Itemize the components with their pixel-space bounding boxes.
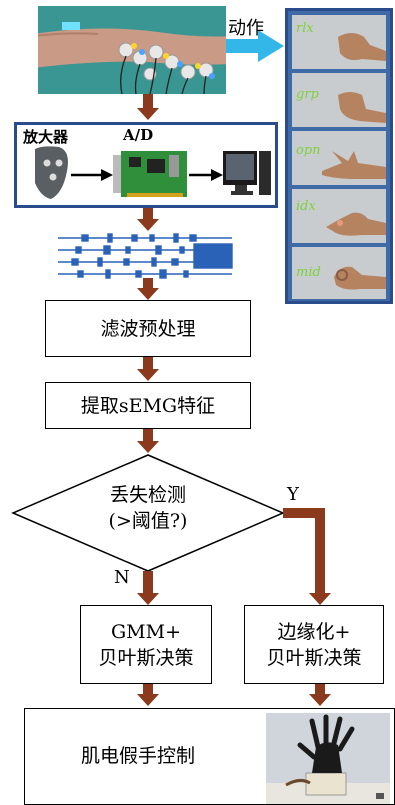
hand-icon [334, 266, 386, 290]
acquisition-panel: 放大器 A/D [14, 122, 278, 208]
arrow-feature-to-decision [137, 429, 159, 453]
filter-preprocess-label: 滤波预处理 [100, 317, 196, 340]
gesture-item: grp [292, 73, 386, 127]
arrow-marg-to-control [309, 684, 331, 706]
emg-signals-illustration [58, 233, 233, 279]
prosthesis-control-label: 肌电假手控制 [81, 745, 196, 767]
computer-icon [223, 151, 271, 195]
gesture-item: idx [292, 189, 386, 243]
decision-line1: 丢失检测 [109, 484, 186, 506]
gesture-label: grp [296, 87, 319, 102]
gesture-panel: rlx grp opn idx mid [285, 8, 393, 304]
gmm-line2: 贝叶斯决策 [98, 646, 194, 669]
hand-icon [338, 33, 386, 61]
hand-icon [326, 212, 386, 236]
forearm-photo [38, 6, 226, 94]
arrow-arm-to-acquisition [137, 94, 159, 120]
feature-extraction-box: 提取sEMG特征 [45, 382, 251, 429]
no-label: N [114, 567, 130, 588]
gesture-item: opn [292, 131, 386, 185]
marg-line2: 贝叶斯决策 [266, 646, 362, 669]
marginalization-bayes-box: 边缘化+ 贝叶斯决策 [244, 605, 384, 684]
arrow-acquisition-to-signals [137, 208, 159, 231]
amplifier-label: 放大器 [23, 128, 69, 146]
amplifier-icon [35, 146, 68, 199]
gesture-label: idx [296, 199, 316, 214]
arrow-filter-to-feature [137, 357, 159, 381]
gesture-item: rlx [292, 15, 386, 69]
ad-label: A/D [123, 126, 154, 144]
gesture-label: opn [296, 143, 321, 158]
gesture-label: rlx [296, 21, 314, 36]
forearm-with-electrodes-illustration [38, 6, 226, 94]
arrow-gmm-to-control [137, 684, 159, 706]
marg-line1: 边缘化+ [277, 620, 351, 643]
filter-preprocess-box: 滤波预处理 [45, 300, 251, 357]
action-label: 动作 [228, 18, 264, 39]
yes-label: Y [287, 484, 299, 505]
decision-text: 丢失检测 (>阈值?) [48, 482, 248, 534]
decision-line2: (>阈值?) [108, 510, 188, 532]
robotic-hand-illustration [266, 714, 390, 804]
acquisition-illustration [35, 146, 271, 199]
arrow-no-branch [137, 571, 159, 605]
gesture-item: mid [292, 247, 386, 299]
hand-icon [322, 151, 386, 179]
hand-icon [338, 92, 386, 123]
prosthetic-hand-photo [266, 713, 390, 804]
arrow-signals-to-filter [137, 278, 159, 300]
gesture-label: mid [296, 265, 321, 280]
prosthesis-control-box: 肌电假手控制 [24, 708, 395, 805]
arrow-yes-branch [283, 508, 331, 605]
ad-board-icon [113, 151, 187, 197]
gmm-line1: GMM+ [110, 620, 181, 643]
feature-extraction-label: 提取sEMG特征 [80, 394, 216, 417]
gmm-bayes-box: GMM+ 贝叶斯决策 [80, 605, 212, 684]
